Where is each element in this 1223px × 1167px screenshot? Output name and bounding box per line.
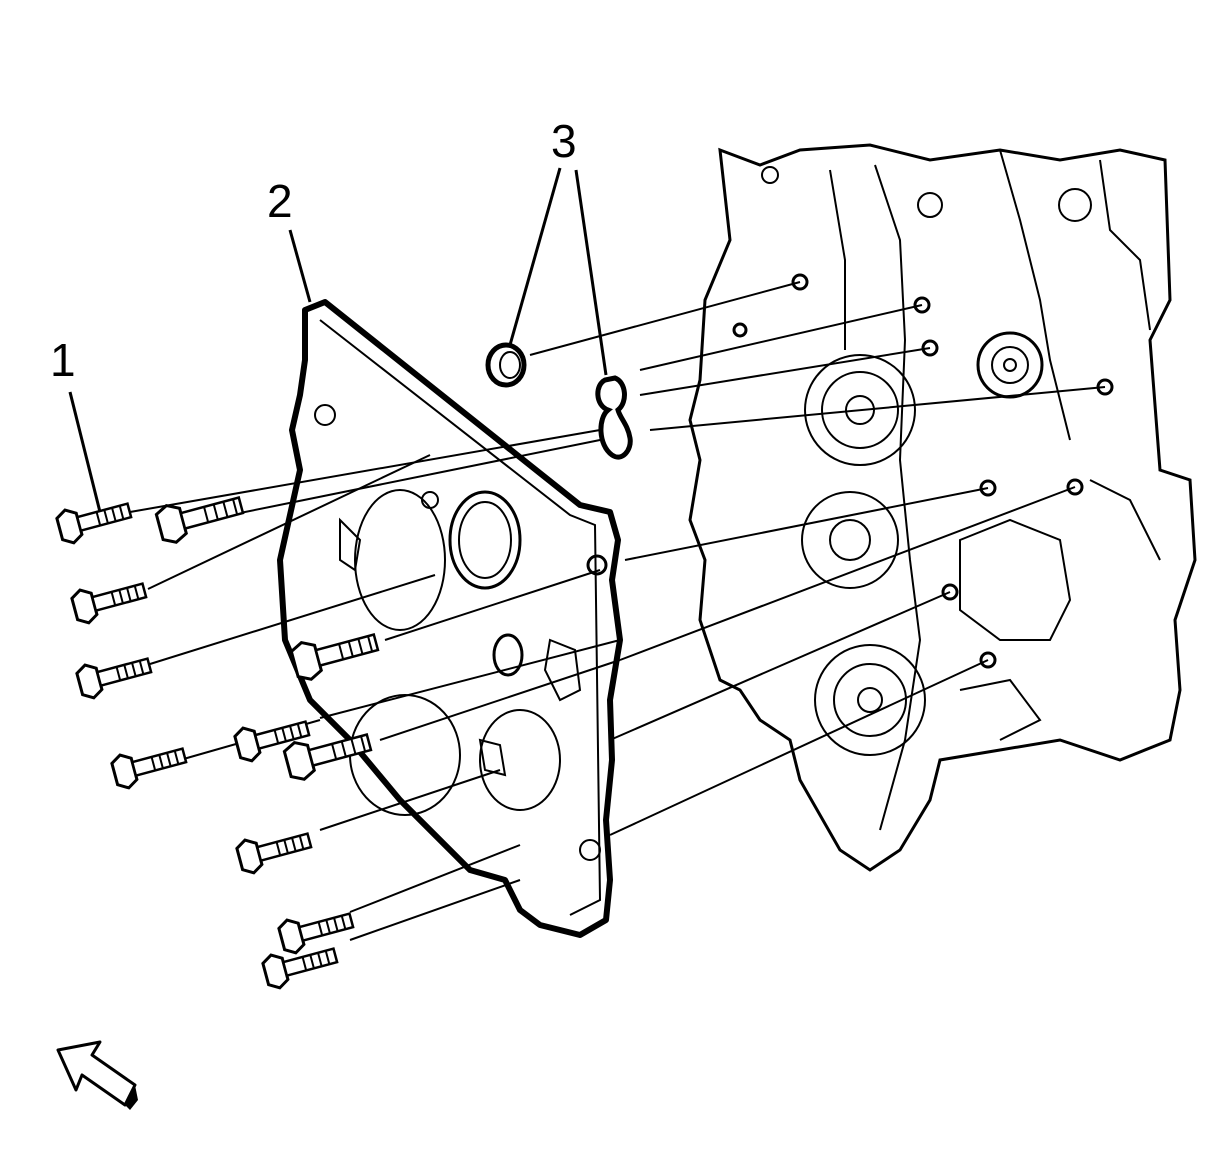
alignment-lines xyxy=(129,281,1106,941)
leader-3b xyxy=(574,169,608,376)
bolt xyxy=(75,657,153,700)
bolt xyxy=(261,947,339,990)
view-direction-arrow-icon xyxy=(56,1040,138,1110)
bolt xyxy=(110,747,188,790)
engine-block xyxy=(688,143,1197,872)
bolt xyxy=(289,633,380,681)
callout-3: 3 xyxy=(551,115,577,167)
leader-1 xyxy=(68,391,102,513)
front-cover-plate xyxy=(277,299,623,938)
callout-1: 1 xyxy=(50,334,76,386)
bolt xyxy=(154,496,245,544)
figure-eight-seal xyxy=(595,375,633,460)
bolts xyxy=(55,496,380,990)
bolt xyxy=(70,582,148,625)
round-seal xyxy=(485,342,527,388)
bolt xyxy=(235,832,313,875)
callout-2: 2 xyxy=(267,175,293,227)
callout-leaders xyxy=(68,167,608,513)
bolt xyxy=(55,502,133,545)
bolt xyxy=(277,912,355,955)
bolt xyxy=(282,733,373,781)
leader-3a xyxy=(508,167,562,346)
leader-2 xyxy=(288,229,312,303)
seals xyxy=(485,342,633,460)
bolt xyxy=(233,720,311,763)
